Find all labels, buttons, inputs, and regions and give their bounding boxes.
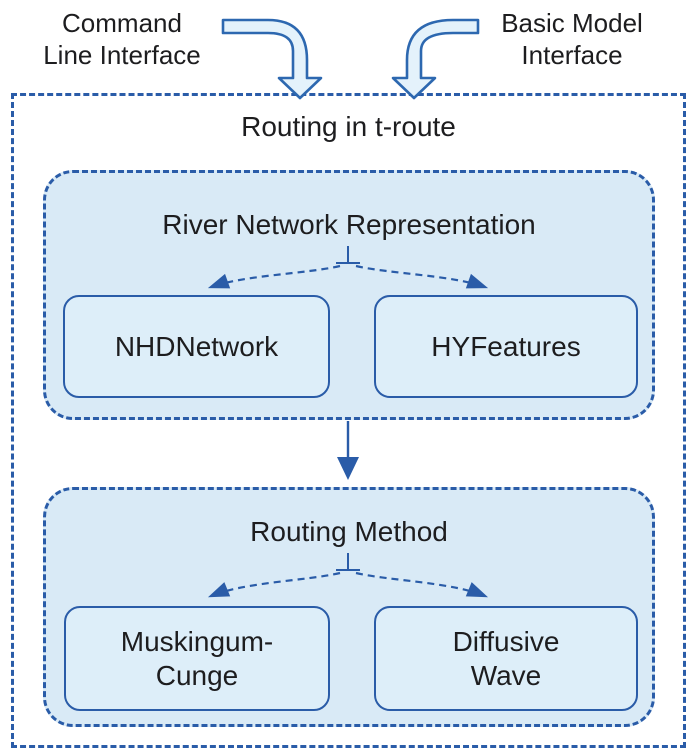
muskingum-cunge-box: Muskingum- Cunge <box>64 606 330 711</box>
t-route-boundary-box <box>11 93 686 748</box>
diffusive-wave-box: Diffusive Wave <box>374 606 638 711</box>
cli-down-arrow-icon <box>221 18 323 100</box>
command-line-interface-label: Command Line Interface <box>43 8 201 70</box>
nhdnetwork-box: NHDNetwork <box>63 295 330 398</box>
hyfeatures-box: HYFeatures <box>374 295 638 398</box>
diagram-title: Routing in t-route <box>241 111 456 142</box>
routing-method-title: Routing Method <box>250 516 448 547</box>
basic-model-interface-label: Basic Model Interface <box>501 8 643 70</box>
river-network-representation-title: River Network Representation <box>162 209 536 240</box>
